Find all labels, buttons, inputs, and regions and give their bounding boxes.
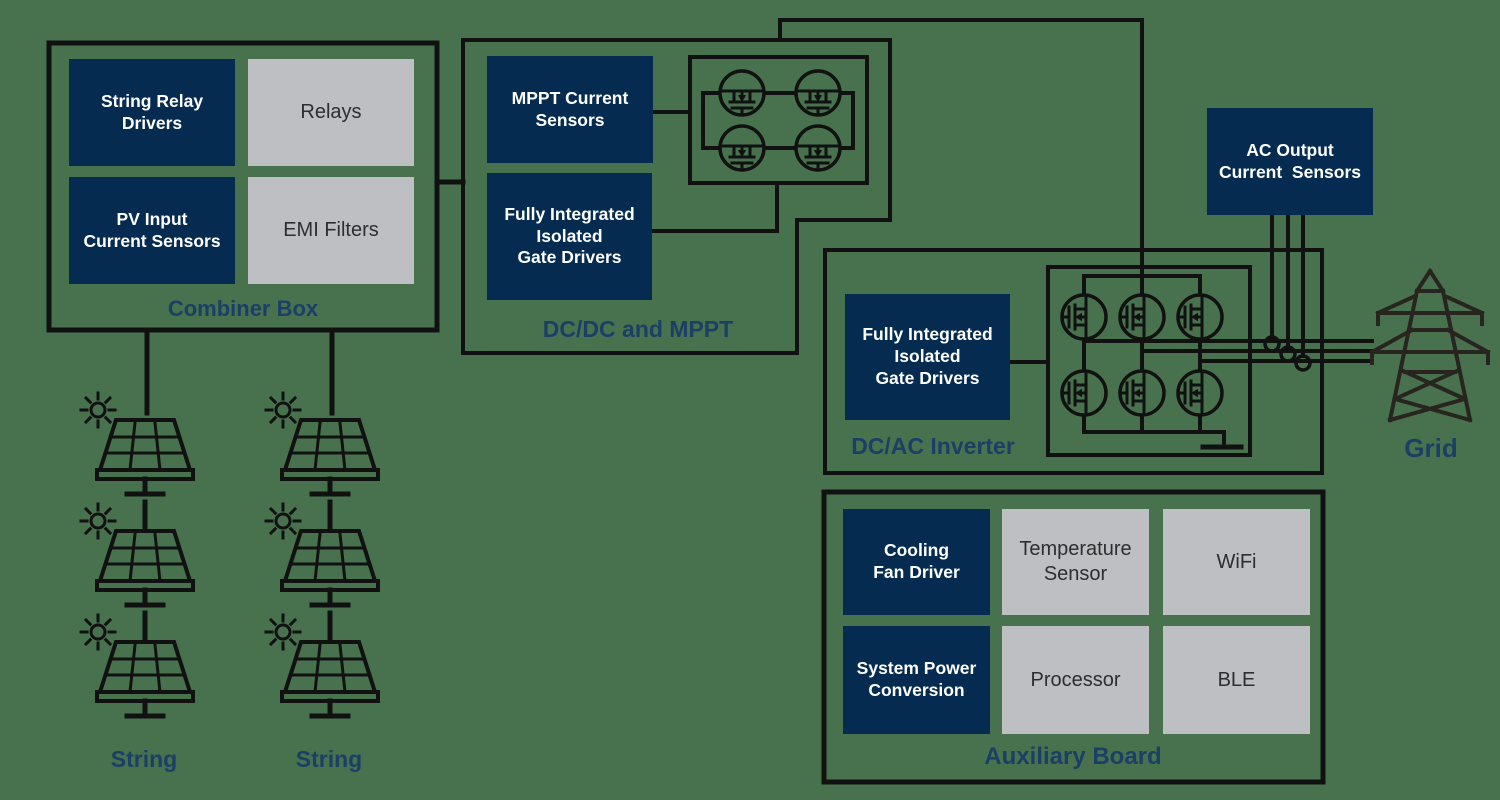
block-label: System Power Conversion (856, 658, 977, 700)
block-label: MPPT Current Sensors (511, 87, 629, 130)
auxiliary-board-outline (821, 489, 1326, 785)
block-system-power-conversion: System Power Conversion (843, 626, 990, 734)
block-string-relay-drivers: String Relay Drivers (69, 59, 235, 166)
block-label: Fully Integrated Isolated Gate Drivers (504, 203, 635, 268)
current-sensor-ring-icon (1279, 345, 1297, 363)
auxiliary-board-title: Auxiliary Board (984, 743, 1162, 770)
inverter-bridge (1046, 265, 1374, 457)
current-sensor-ring-icon (1294, 354, 1312, 372)
block-dcac-gate-drivers: Fully Integrated Isolated Gate Drivers (845, 294, 1010, 420)
mosfet-icon (1060, 369, 1108, 417)
block-cooling-fan-driver: Cooling Fan Driver (843, 509, 990, 615)
ac-current-sense-taps (1263, 213, 1312, 372)
dcdc-mppt-outline (461, 38, 892, 355)
transmission-tower-icon (1369, 268, 1491, 423)
block-label: Processor (1030, 668, 1121, 691)
block-mppt-current-sensors: MPPT Current Sensors (487, 56, 653, 163)
mosfet-icon (794, 69, 842, 117)
mosfet-icon (1118, 293, 1166, 341)
block-label: AC Output Current Sensors (1219, 139, 1361, 182)
phase-lines (1082, 339, 1374, 363)
pv-string-right (264, 391, 378, 716)
block-emi-filters: EMI Filters (248, 177, 414, 284)
mosfet-icon (794, 124, 842, 172)
combiner-box-title: Combiner Box (167, 296, 319, 321)
interconnect-wires (142, 18, 1144, 644)
current-sensor-ring-icon (1263, 335, 1281, 353)
dcdc-bridge (688, 55, 869, 185)
dcac-inverter-title: DC/AC Inverter (851, 433, 1015, 459)
string-label-left: String (110, 746, 178, 772)
dcdc-mppt-title: DC/DC and MPPT (542, 316, 734, 342)
mosfet-icon (1176, 369, 1224, 417)
ground-icon (1200, 430, 1244, 450)
block-processor: Processor (1002, 626, 1149, 734)
mosfet-icon (1060, 293, 1108, 341)
mosfet-icon (718, 69, 766, 117)
block-ac-output-current-sensors: AC Output Current Sensors (1207, 108, 1373, 215)
block-label: WiFi (1216, 550, 1257, 573)
block-label: PV Input Current Sensors (83, 208, 221, 251)
string-label-right: String (295, 746, 363, 772)
mosfet-icon (718, 124, 766, 172)
block-relays: Relays (248, 59, 414, 166)
block-wifi: WiFi (1163, 509, 1310, 615)
pv-string-left (79, 391, 193, 716)
block-label: Temperature Sensor (1019, 538, 1132, 585)
block-ble: BLE (1163, 626, 1310, 734)
block-temperature-sensor: Temperature Sensor (1002, 509, 1149, 615)
block-label: EMI Filters (283, 219, 379, 241)
block-label: Cooling Fan Driver (873, 540, 960, 582)
block-label: Relays (300, 101, 362, 123)
mosfet-icon (1118, 369, 1166, 417)
grid-label: Grid (1404, 433, 1458, 463)
block-label: Fully Integrated Isolated Gate Drivers (862, 324, 993, 388)
block-label: String Relay Drivers (100, 90, 204, 133)
block-dcdc-gate-drivers: Fully Integrated Isolated Gate Drivers (487, 173, 652, 300)
block-pv-input-current-sensors: PV Input Current Sensors (69, 177, 235, 284)
combiner-box-outline (46, 40, 440, 333)
block-label: BLE (1217, 668, 1256, 691)
mosfet-icon (1176, 293, 1224, 341)
